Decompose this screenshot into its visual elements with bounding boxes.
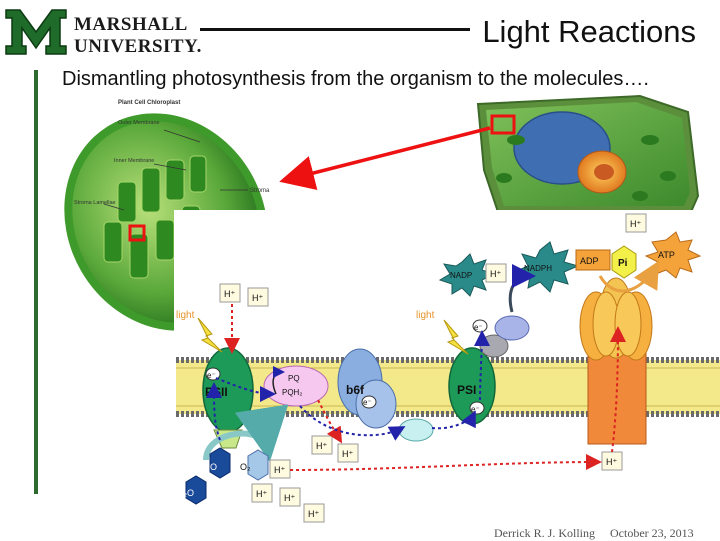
footer-author: Derrick R. J. Kolling — [494, 526, 595, 540]
proton-badge: H⁺ — [337, 443, 359, 463]
atp-synthesis-arrow — [598, 260, 659, 293]
atp-star — [644, 231, 702, 279]
light-reactions-panel: PSII e⁻ PQ PQH₂ b6f e⁻ PSI e⁻ — [174, 210, 720, 526]
proton-badge: H⁺ — [485, 263, 507, 283]
cell-zoom-box — [490, 114, 516, 135]
footer-date: October 23, 2013 — [610, 526, 694, 540]
light-left-label: light — [176, 310, 195, 321]
svg-text:H⁺: H⁺ — [252, 293, 263, 303]
adp-badge: ADP — [575, 249, 611, 271]
proton-badge: H⁺ — [219, 283, 241, 303]
slide-subtitle: Dismantling photosynthesis from the orga… — [62, 68, 649, 90]
stroma-label: Stroma — [250, 188, 270, 194]
chloroplast-zoom-box — [128, 224, 146, 242]
logo-line-2: UNIVERSITY. — [74, 36, 202, 57]
svg-text:H⁺: H⁺ — [284, 493, 295, 503]
proton-flow-path — [609, 326, 626, 453]
svg-text:e⁻: e⁻ — [474, 323, 483, 332]
nadp-star — [438, 253, 496, 297]
water-molecule-2: H₂O — [177, 475, 207, 505]
proton-badge: H⁺ — [251, 483, 273, 503]
proton-badges: H⁺ H⁺ H⁺ H⁺ H⁺ H⁺ H⁺ H⁺ H⁺ H⁺ H⁺ — [219, 213, 647, 523]
svg-text:ADP: ADP — [580, 256, 599, 266]
svg-text:H⁺: H⁺ — [224, 289, 235, 299]
svg-text:e⁻: e⁻ — [471, 405, 480, 414]
oxygen-molecule: O₂ — [240, 449, 269, 481]
svg-text:PQ: PQ — [288, 374, 300, 383]
pi-badge: Pi — [611, 245, 637, 279]
svg-text:H⁺: H⁺ — [316, 441, 327, 451]
svg-text:e⁻: e⁻ — [207, 371, 216, 380]
cytochrome-b6f: b6f e⁻ — [337, 348, 397, 429]
svg-text:H⁺: H⁺ — [490, 269, 501, 279]
svg-text:H⁺: H⁺ — [606, 457, 617, 467]
fnr-enzyme — [494, 315, 530, 341]
plastoquinone-pool: PQ PQH₂ — [263, 365, 329, 407]
electron-flow-path — [299, 405, 406, 441]
inner-membrane-label: Inner Membrane — [114, 158, 154, 164]
svg-text:H⁺: H⁺ — [308, 509, 319, 519]
svg-text:H⁺: H⁺ — [630, 219, 641, 229]
zoom-arrow-cell — [279, 126, 491, 191]
plastocyanin — [398, 418, 434, 442]
water-splitting-arrow — [203, 404, 289, 462]
svg-text:e⁻: e⁻ — [363, 398, 372, 407]
light-right-label: light — [416, 310, 435, 321]
proton-badge: H⁺ — [601, 451, 623, 471]
logo-line-1: MARSHALL — [74, 14, 188, 35]
b6f-label: b6f — [346, 383, 365, 397]
nadph-label: NADPH — [524, 264, 552, 273]
proton-badge: H⁺ — [303, 503, 325, 523]
svg-text:H₂O: H₂O — [200, 462, 217, 472]
atp-label: ATP — [658, 250, 675, 260]
proton-badge: H⁺ — [269, 459, 291, 479]
atp-synthase — [579, 277, 653, 445]
nadp-reduction-arrow — [508, 264, 536, 313]
electron-flow-path — [206, 382, 223, 441]
marshall-logo: MARSHALL UNIVERSITY. — [4, 6, 201, 58]
water-molecule-1: H₂O — [200, 447, 231, 479]
slide-title: Light Reactions — [482, 14, 696, 49]
electron-flow-path — [473, 330, 490, 401]
proton-flow-path — [289, 454, 602, 471]
electron-flow-path — [431, 410, 476, 430]
psi-label: PSI — [457, 383, 476, 397]
m-logo-icon — [5, 9, 67, 55]
photosystem-i: PSI e⁻ e⁻ — [448, 319, 496, 425]
electron-flow-path — [215, 377, 276, 402]
stroma-lamellae-label: Stroma Lamellae — [74, 200, 116, 206]
proton-badge: H⁺ — [279, 487, 301, 507]
svg-text:PQH₂: PQH₂ — [282, 388, 302, 397]
proton-badge: H⁺ — [247, 287, 269, 307]
svg-text:H₂O: H₂O — [177, 488, 194, 498]
outer-membrane-label: Outer Membrane — [118, 120, 160, 126]
svg-text:H⁺: H⁺ — [274, 465, 285, 475]
psii-label: PSII — [205, 385, 228, 399]
proton-flow-path — [317, 399, 343, 444]
light-bolt-icon — [197, 317, 223, 353]
chloroplast-title-label: Plant Cell Chloroplast — [118, 100, 180, 106]
plant-cell — [476, 94, 700, 216]
left-accent-bar — [34, 70, 38, 494]
svg-text:Pi: Pi — [618, 258, 628, 269]
proton-badge: H⁺ — [311, 435, 333, 455]
svg-text:H⁺: H⁺ — [256, 489, 267, 499]
header-rule — [200, 28, 470, 31]
light-bolt-icon — [443, 319, 469, 355]
nadp-label: NADP — [450, 271, 472, 280]
svg-text:O₂: O₂ — [240, 462, 251, 472]
svg-text:H⁺: H⁺ — [342, 449, 353, 459]
proton-badge: H⁺ — [625, 213, 647, 233]
